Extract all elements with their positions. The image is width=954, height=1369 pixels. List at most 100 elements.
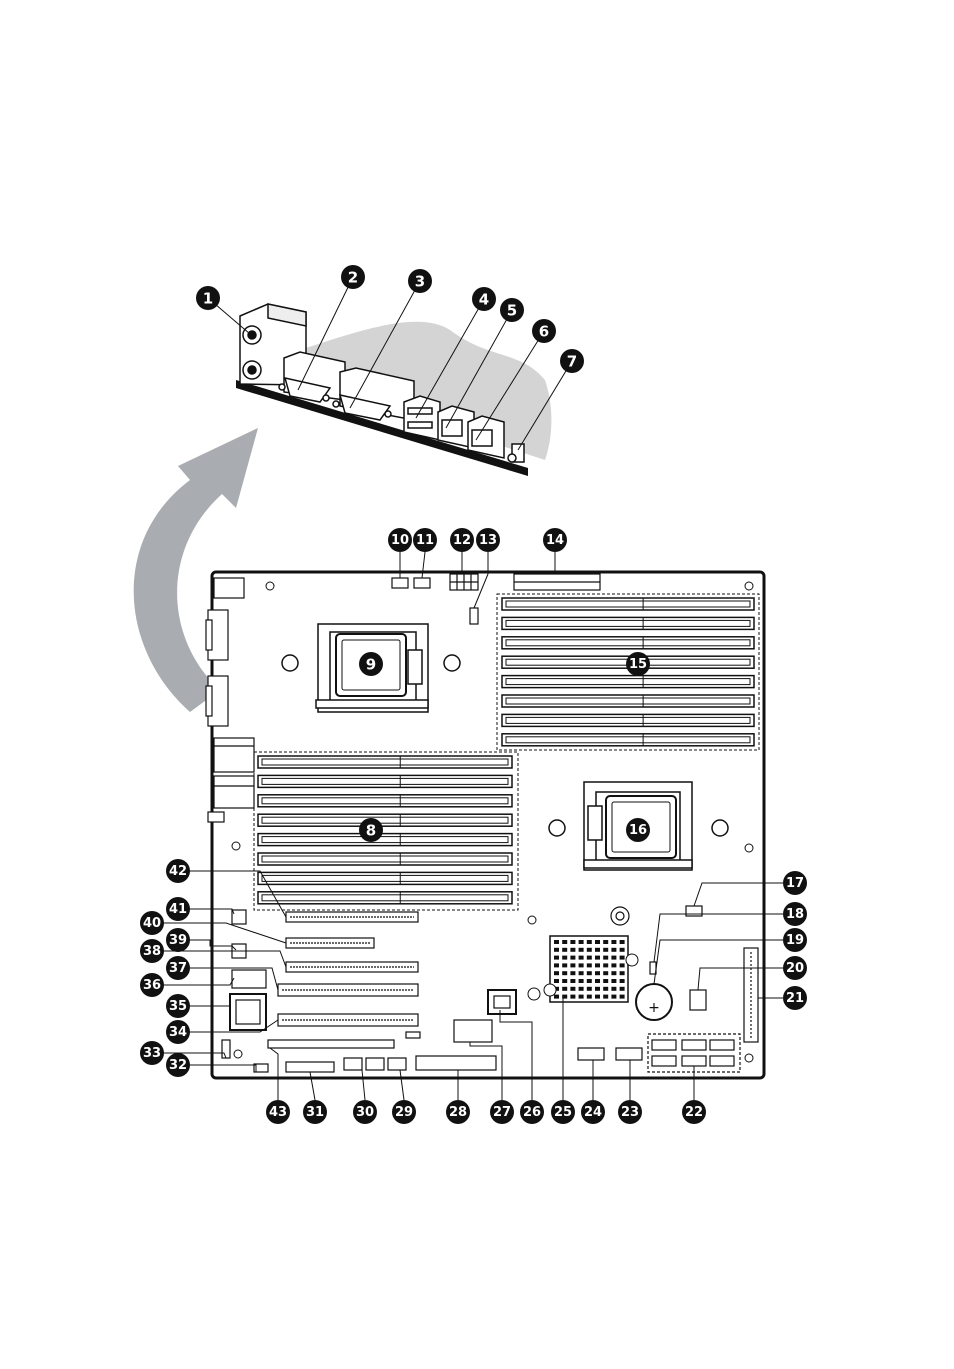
callout-number: 39 bbox=[169, 933, 187, 948]
callout-number: 29 bbox=[395, 1105, 413, 1120]
callout-10: 10 bbox=[388, 528, 412, 552]
callout-27: 27 bbox=[490, 1100, 514, 1124]
dimm-slot bbox=[502, 637, 754, 649]
callout-6: 6 bbox=[532, 319, 556, 343]
callout-43: 43 bbox=[266, 1100, 290, 1124]
callout-24: 24 bbox=[581, 1100, 605, 1124]
dimm-slot bbox=[502, 734, 754, 746]
dimm-slot bbox=[258, 756, 512, 768]
callout-12: 12 bbox=[450, 528, 474, 552]
callout-number: 3 bbox=[415, 273, 425, 291]
callout-17: 17 bbox=[783, 871, 807, 895]
dimm-slot bbox=[502, 617, 754, 629]
callout-number: 8 bbox=[366, 822, 376, 840]
callout-18: 18 bbox=[783, 902, 807, 926]
callout-number: 9 bbox=[366, 656, 376, 674]
callout-31: 31 bbox=[303, 1100, 327, 1124]
callout-number: 13 bbox=[479, 533, 497, 548]
lan-port-2 bbox=[468, 416, 504, 458]
dimm-slot bbox=[502, 714, 754, 726]
callout-number: 22 bbox=[685, 1105, 703, 1120]
callout-30: 30 bbox=[353, 1100, 377, 1124]
callout-16: 16 bbox=[626, 818, 650, 842]
callout-3: 3 bbox=[408, 269, 432, 293]
callout-11: 11 bbox=[413, 528, 437, 552]
callout-number: 7 bbox=[567, 353, 577, 371]
callout-1: 1 bbox=[196, 286, 220, 310]
callout-8: 8 bbox=[359, 818, 383, 842]
callout-number: 5 bbox=[507, 302, 517, 320]
callout-14: 14 bbox=[543, 528, 567, 552]
callout-37: 37 bbox=[166, 956, 190, 980]
callout-number: 37 bbox=[169, 961, 187, 976]
battery-plus-sign: + bbox=[648, 1000, 660, 1016]
callout-22: 22 bbox=[682, 1100, 706, 1124]
callout-number: 20 bbox=[786, 961, 804, 976]
callout-number: 38 bbox=[143, 944, 161, 959]
callout-39: 39 bbox=[166, 928, 190, 952]
dimm-slot bbox=[258, 795, 512, 807]
callout-32: 32 bbox=[166, 1053, 190, 1077]
callout-number: 33 bbox=[143, 1046, 161, 1061]
callout-number: 15 bbox=[629, 657, 647, 672]
callout-28: 28 bbox=[446, 1100, 470, 1124]
callout-number: 36 bbox=[143, 978, 161, 993]
dimm-slot bbox=[502, 695, 754, 707]
callout-number: 10 bbox=[391, 533, 409, 548]
callout-42: 42 bbox=[166, 859, 190, 883]
callout-number: 40 bbox=[143, 916, 161, 931]
callout-number: 32 bbox=[169, 1058, 187, 1073]
callout-23: 23 bbox=[618, 1100, 642, 1124]
dimm-slot bbox=[258, 853, 512, 865]
callout-number: 24 bbox=[584, 1105, 602, 1120]
callout-29: 29 bbox=[392, 1100, 416, 1124]
callout-40: 40 bbox=[140, 911, 164, 935]
callout-number: 11 bbox=[416, 533, 434, 548]
callout-7: 7 bbox=[560, 349, 584, 373]
callout-number: 19 bbox=[786, 933, 804, 948]
callout-number: 25 bbox=[554, 1105, 572, 1120]
callout-number: 21 bbox=[786, 991, 804, 1006]
callout-number: 4 bbox=[479, 291, 489, 309]
callout-2: 2 bbox=[341, 265, 365, 289]
callout-34: 34 bbox=[166, 1020, 190, 1044]
callout-number: 30 bbox=[356, 1105, 374, 1120]
dimm-slot bbox=[258, 872, 512, 884]
callout-number: 12 bbox=[453, 533, 471, 548]
callout-number: 41 bbox=[169, 902, 187, 917]
callout-25: 25 bbox=[551, 1100, 575, 1124]
callout-number: 42 bbox=[169, 864, 187, 879]
callout-number: 6 bbox=[539, 323, 549, 341]
callout-19: 19 bbox=[783, 928, 807, 952]
callout-20: 20 bbox=[783, 956, 807, 980]
callout-number: 17 bbox=[786, 876, 804, 891]
callout-33: 33 bbox=[140, 1041, 164, 1065]
callout-38: 38 bbox=[140, 939, 164, 963]
rear-io-panel bbox=[236, 304, 551, 476]
callout-9: 9 bbox=[359, 652, 383, 676]
dimm-slot bbox=[258, 834, 512, 846]
callout-number: 16 bbox=[629, 823, 647, 838]
callout-5: 5 bbox=[500, 298, 524, 322]
callout-26: 26 bbox=[520, 1100, 544, 1124]
callout-4: 4 bbox=[472, 287, 496, 311]
dimm-slot bbox=[258, 775, 512, 787]
callout-number: 23 bbox=[621, 1105, 639, 1120]
callout-number: 2 bbox=[348, 269, 358, 287]
callout-13: 13 bbox=[476, 528, 500, 552]
dimm-slot bbox=[258, 814, 512, 826]
callout-21: 21 bbox=[783, 986, 807, 1010]
callout-number: 28 bbox=[449, 1105, 467, 1120]
callout-number: 43 bbox=[269, 1105, 287, 1120]
callout-number: 35 bbox=[169, 999, 187, 1014]
callout-41: 41 bbox=[166, 897, 190, 921]
dimm-slot bbox=[502, 598, 754, 610]
usb-ports bbox=[404, 396, 440, 440]
callout-15: 15 bbox=[626, 652, 650, 676]
dimm-slot bbox=[258, 892, 512, 904]
serial-port bbox=[279, 352, 345, 402]
callout-35: 35 bbox=[166, 994, 190, 1018]
callout-number: 18 bbox=[786, 907, 804, 922]
callout-number: 26 bbox=[523, 1105, 541, 1120]
